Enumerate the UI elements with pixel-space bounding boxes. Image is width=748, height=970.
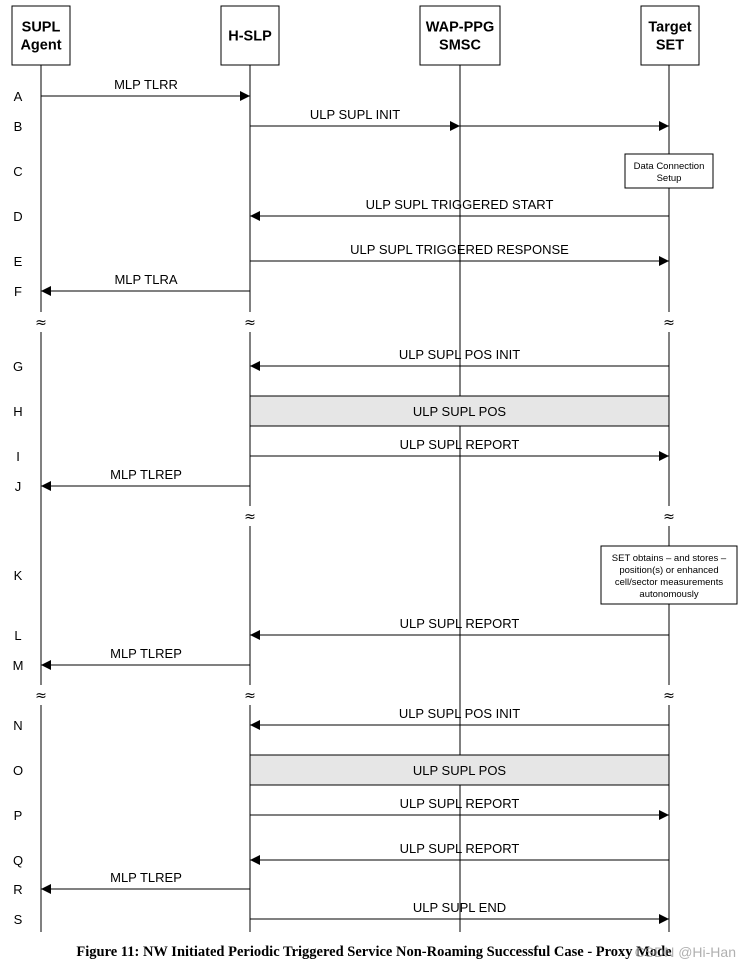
- step-label: H: [13, 404, 22, 419]
- entity-label: H-SLP: [228, 29, 272, 45]
- break-symbol: ≈: [663, 509, 675, 525]
- message-label: ULP SUPL TRIGGERED RESPONSE: [350, 242, 569, 257]
- note-text: autonomously: [639, 589, 698, 600]
- entity-agent: SUPL Agent: [11, 5, 71, 66]
- step-label: D: [13, 209, 22, 224]
- step-label: S: [14, 912, 23, 927]
- message-label: ULP SUPL REPORT: [400, 616, 520, 631]
- message-label: ULP SUPL REPORT: [400, 796, 520, 811]
- message-label: ULP SUPL REPORT: [400, 841, 520, 856]
- step-label: K: [14, 568, 23, 583]
- break-symbol: ≈: [244, 509, 256, 525]
- step-label: F: [14, 284, 22, 299]
- message-label: MLP TLREP: [110, 467, 182, 482]
- span-box: [249, 395, 670, 427]
- entity-hslp: H-SLP: [220, 5, 280, 66]
- note-text: position(s) or enhanced: [619, 565, 718, 576]
- break-symbol: ≈: [663, 688, 675, 704]
- span-box: [249, 754, 670, 786]
- step-label: E: [14, 254, 23, 269]
- message-label: MLP TLREP: [110, 870, 182, 885]
- message-label: ULP SUPL POS INIT: [399, 347, 520, 362]
- step-label: A: [14, 89, 23, 104]
- step-label: I: [16, 449, 20, 464]
- message-label: ULP SUPL END: [413, 900, 506, 915]
- note-box: [624, 153, 714, 189]
- message-label: ULP SUPL TRIGGERED START: [366, 197, 554, 212]
- break-symbol: ≈: [35, 688, 47, 704]
- step-label: L: [14, 628, 21, 643]
- step-label: O: [13, 763, 23, 778]
- entity-label: SUPL: [22, 20, 61, 36]
- step-label: G: [13, 359, 23, 374]
- entity-ppg: WAP-PPG SMSC: [419, 5, 501, 66]
- entity-label: Target: [648, 20, 691, 36]
- note-text: Setup: [657, 173, 682, 184]
- figure-caption: Figure 11: NW Initiated Periodic Trigger…: [76, 944, 672, 960]
- message-label: ULP SUPL INIT: [310, 107, 400, 122]
- watermark: CSDN @Hi-Han: [634, 944, 736, 960]
- step-label: C: [13, 164, 22, 179]
- step-label: Q: [13, 853, 23, 868]
- message-label: MLP TLRR: [114, 77, 178, 92]
- break-symbol: ≈: [244, 315, 256, 331]
- message-label: ULP SUPL REPORT: [400, 437, 520, 452]
- step-label: J: [15, 479, 22, 494]
- step-label: N: [13, 718, 22, 733]
- entity-label: Agent: [20, 38, 61, 54]
- break-symbol: ≈: [663, 315, 675, 331]
- entity-label: WAP-PPG: [426, 20, 494, 36]
- note-box: [600, 545, 738, 605]
- message-label: MLP TLRA: [114, 272, 177, 287]
- note-text: SET obtains – and stores –: [612, 553, 727, 564]
- message-label: MLP TLREP: [110, 646, 182, 661]
- step-label: B: [14, 119, 23, 134]
- step-label: M: [13, 658, 24, 673]
- break-symbol: ≈: [244, 688, 256, 704]
- step-label: P: [14, 808, 23, 823]
- note-text: cell/sector measurements: [615, 577, 723, 588]
- message-label: ULP SUPL POS INIT: [399, 706, 520, 721]
- span-label: ULP SUPL POS: [413, 404, 507, 419]
- entity-label: SMSC: [439, 38, 481, 54]
- break-symbol: ≈: [35, 315, 47, 331]
- span-label: ULP SUPL POS: [413, 763, 507, 778]
- entity-label: SET: [656, 38, 684, 54]
- note-text: Data Connection: [634, 161, 705, 172]
- step-label: R: [13, 882, 22, 897]
